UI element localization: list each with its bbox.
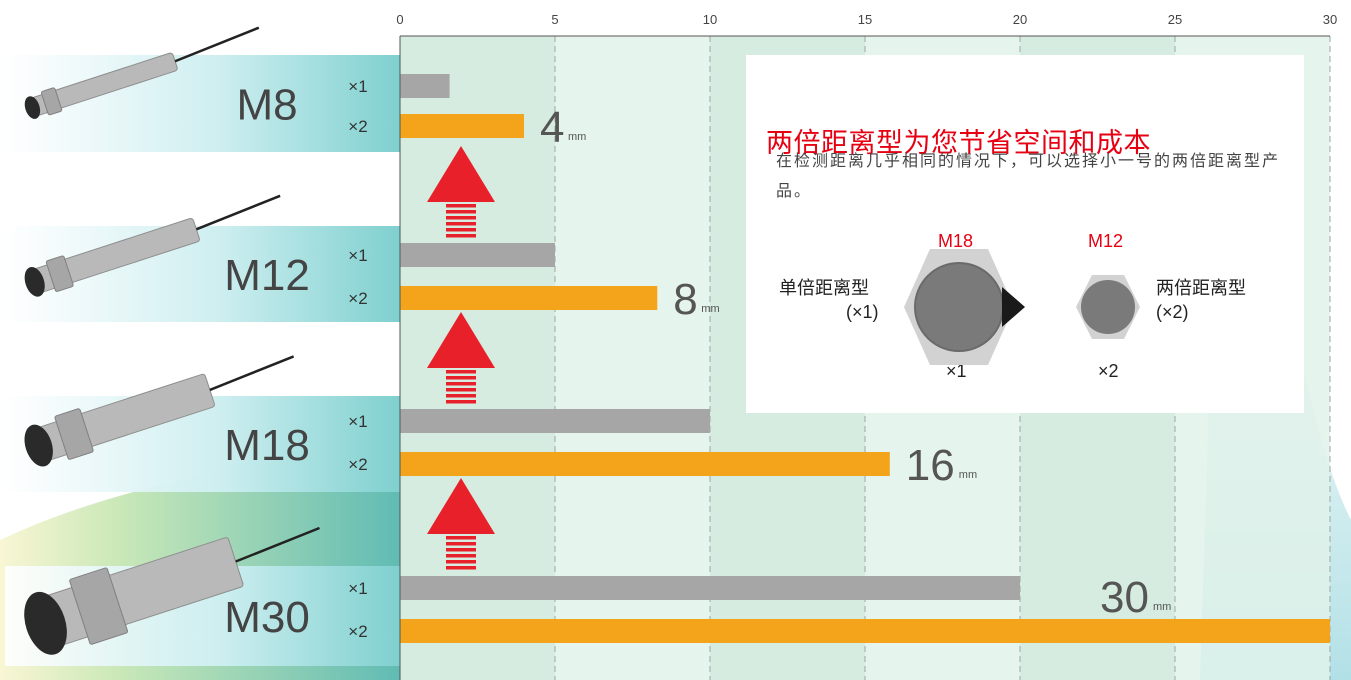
arrow-up-icon bbox=[427, 312, 495, 404]
category-label: M30 bbox=[224, 593, 310, 642]
value-label: 8 bbox=[673, 275, 697, 324]
sensor-image-m12 bbox=[24, 194, 281, 297]
category-label: M8 bbox=[236, 81, 297, 130]
arrow-head bbox=[427, 478, 495, 534]
arrow-stripe bbox=[446, 204, 476, 208]
sensor-image-m8 bbox=[24, 26, 260, 119]
x-tick-label: 0 bbox=[396, 12, 403, 27]
x-tick-label: 10 bbox=[703, 12, 717, 27]
left-mult-label: (×1) bbox=[846, 302, 879, 322]
left-caption: ×1 bbox=[946, 361, 967, 381]
value-unit-label: mm bbox=[701, 303, 719, 315]
bars: 4 mm 8 mm 16 mm 30 mm bbox=[400, 74, 1330, 643]
arrow-stripe bbox=[446, 554, 476, 558]
arrow-stripe bbox=[446, 382, 476, 386]
bar-x1 bbox=[400, 74, 450, 98]
arrow-right-icon bbox=[1002, 287, 1025, 327]
arrow-up-icon bbox=[427, 146, 495, 238]
bar-x2 bbox=[400, 452, 890, 476]
right-type-label: 两倍距离型 bbox=[1156, 278, 1246, 298]
bar-x2 bbox=[400, 619, 1330, 643]
category-label: M12 bbox=[224, 251, 310, 300]
arrow-stripe bbox=[446, 536, 476, 540]
right-size-label: M12 bbox=[1088, 231, 1124, 251]
arrow-stripe bbox=[446, 228, 476, 232]
arrow-stripe bbox=[446, 394, 476, 398]
value-label: 30 bbox=[1100, 573, 1149, 622]
info-description: 在检测距离几乎相同的情况下，可以选择小一号的两倍距离型产品。 bbox=[776, 153, 1281, 200]
series-label-x2: ×2 bbox=[348, 622, 367, 641]
m18-sensor-face-icon bbox=[914, 262, 1004, 352]
right-caption: ×2 bbox=[1098, 361, 1119, 381]
arrow-stripe bbox=[446, 234, 476, 238]
left-type-label: 单倍距离型 bbox=[779, 278, 869, 298]
upgrade-arrows bbox=[427, 146, 495, 570]
arrow-stripe bbox=[446, 376, 476, 380]
bar-x2 bbox=[400, 114, 524, 138]
info-panel: 两倍距离型为您节省空间和成本 在检测距离几乎相同的情况下，可以选择小一号的两倍距… bbox=[746, 55, 1304, 413]
series-label-x2: ×2 bbox=[348, 289, 367, 308]
series-label-x1: ×1 bbox=[348, 412, 367, 431]
x-tick-label: 15 bbox=[858, 12, 872, 27]
x-tick-label: 5 bbox=[551, 12, 558, 27]
x-axis-ticks: 0 5 10 15 20 25 30 bbox=[396, 12, 1337, 27]
m12-hex-nut-icon bbox=[1076, 275, 1140, 339]
arrow-stripe bbox=[446, 216, 476, 220]
arrow-stripe bbox=[446, 210, 476, 214]
series-label-x2: ×2 bbox=[348, 117, 367, 136]
arrow-stripe bbox=[446, 566, 476, 570]
size-comparison-diagram bbox=[904, 249, 1140, 365]
arrow-stripe bbox=[446, 548, 476, 552]
x-tick-label: 20 bbox=[1013, 12, 1027, 27]
arrow-stripe bbox=[446, 560, 476, 564]
arrow-up-icon bbox=[427, 478, 495, 570]
series-label-x2: ×2 bbox=[348, 455, 367, 474]
info-title: 两倍距离型为您节省空间和成本 bbox=[766, 128, 1151, 158]
m12-sensor-face-icon bbox=[1081, 280, 1135, 334]
arrow-head bbox=[427, 312, 495, 368]
arrow-stripe bbox=[446, 222, 476, 226]
value-unit-label: mm bbox=[959, 469, 977, 481]
series-label-x1: ×1 bbox=[348, 246, 367, 265]
sensor-illustrations bbox=[24, 26, 320, 655]
column-band bbox=[555, 36, 710, 680]
arrow-head bbox=[427, 146, 495, 202]
right-mult-label: (×2) bbox=[1156, 302, 1189, 322]
bar-x1 bbox=[400, 409, 710, 433]
sensor-image-m18 bbox=[24, 355, 295, 467]
series-label-x1: ×1 bbox=[348, 579, 367, 598]
bar-x2 bbox=[400, 286, 658, 310]
arrow-stripe bbox=[446, 388, 476, 392]
arrow-stripe bbox=[446, 542, 476, 546]
category-label: M18 bbox=[224, 421, 310, 470]
m18-hex-nut-icon bbox=[904, 249, 1014, 365]
x-tick-label: 25 bbox=[1168, 12, 1182, 27]
value-label: 4 bbox=[540, 103, 564, 152]
arrow-stripe bbox=[446, 400, 476, 404]
value-unit-label: mm bbox=[1153, 601, 1171, 613]
arrow-stripe bbox=[446, 370, 476, 374]
bar-x1 bbox=[400, 576, 1020, 600]
value-unit-label: mm bbox=[568, 131, 586, 143]
left-size-label: M18 bbox=[938, 231, 974, 251]
x-tick-label: 30 bbox=[1323, 12, 1337, 27]
sensor-image-m30 bbox=[24, 526, 320, 655]
value-label: 16 bbox=[906, 441, 955, 490]
series-label-x1: ×1 bbox=[348, 77, 367, 96]
bar-x1 bbox=[400, 243, 555, 267]
